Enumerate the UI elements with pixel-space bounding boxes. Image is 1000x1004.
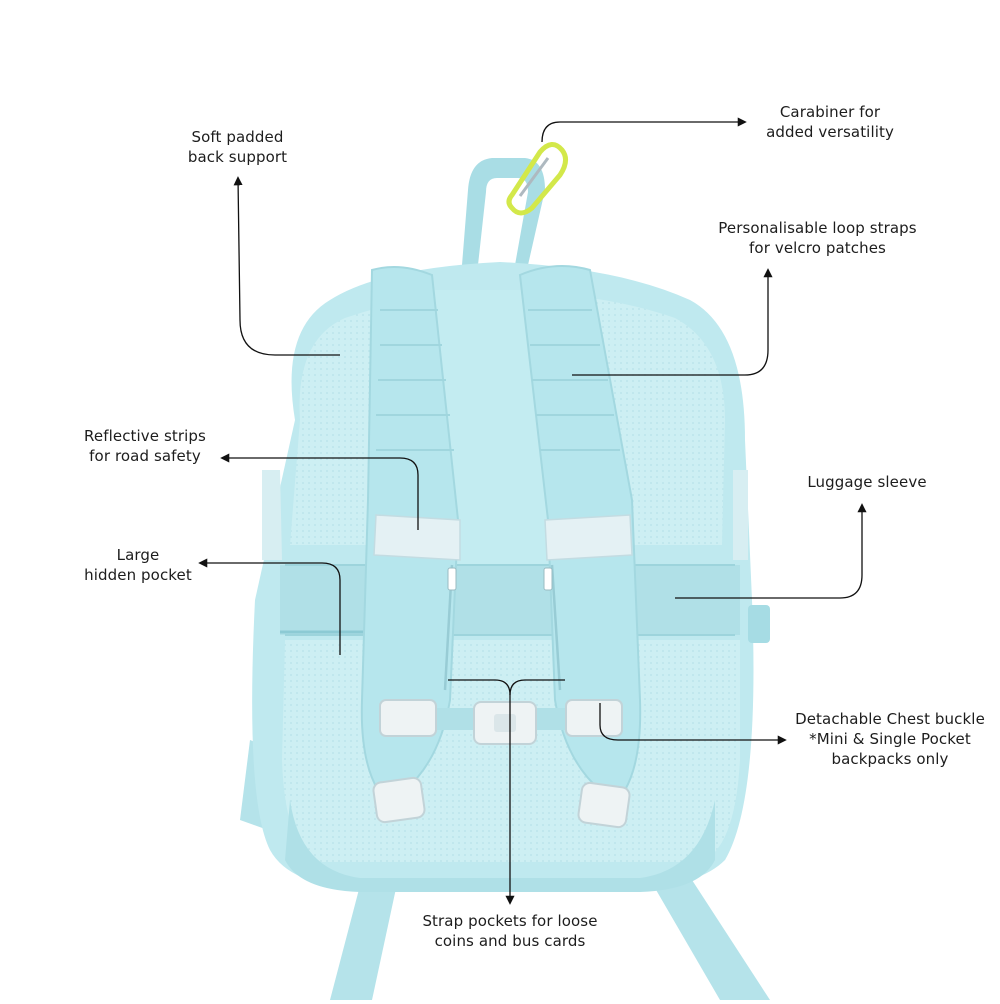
right-reflective-strip [544,514,633,561]
callout-line: for road safety [89,447,201,465]
right-gusset [733,470,748,560]
leader-hidden-pocket [198,558,341,655]
right-loop-straps [528,309,620,451]
leader-strap-pockets-right [509,679,565,696]
leader-back-support [233,176,340,356]
callout-line: back support [187,148,288,166]
callout-carabiner: Carabiner for added versatility [755,102,905,142]
lower-mesh-panel [282,640,740,862]
leader-reflective [220,453,419,530]
callout-line: Soft padded [191,128,284,146]
top-handle [462,158,545,265]
left-gusset [262,470,282,560]
callout-line: for velcro patches [749,239,886,257]
leader-loop-straps [572,268,773,376]
luggage-sleeve [280,565,740,635]
callout-reflective: Reflective strips for road safety [70,426,220,466]
callout-line: Luggage sleeve [807,473,927,491]
callout-line: Carabiner for [779,103,881,121]
callout-line: Personalisable loop straps [718,219,917,237]
callout-back-support: Soft padded back support [170,127,305,167]
callout-line: Reflective strips [84,427,206,445]
callout-line: *Mini & Single Pocket [809,730,971,748]
leader-luggage [675,503,867,599]
leader-carabiner [541,117,747,143]
left-adjuster [372,776,426,824]
leader-chest-buckle [599,703,787,745]
callout-line: added versatility [766,123,894,141]
callout-loop-straps: Personalisable loop straps for velcro pa… [700,218,935,258]
left-reflective-strip [373,514,461,561]
callout-line: backpacks only [831,750,949,768]
right-strap-zipper [550,564,562,691]
callout-luggage: Luggage sleeve [792,472,942,492]
left-slider [379,699,437,737]
callout-line: coins and bus cards [434,932,586,950]
callout-chest-buckle: Detachable Chest buckle *Mini & Single P… [783,709,997,769]
callout-strap-pockets: Strap pockets for loose coins and bus ca… [400,911,620,951]
bottom-base [285,800,715,892]
right-side-tab [748,605,770,643]
callout-line: Detachable Chest buckle [795,710,985,728]
left-loop-straps [376,309,454,451]
callout-line: hidden pocket [84,566,192,584]
right-slider [565,699,623,737]
callout-hidden-pocket: Large hidden pocket [68,545,208,585]
leader-lines [198,117,867,905]
carabiner-icon [506,142,568,216]
right-adjuster [577,781,631,829]
callout-line: Large [116,546,160,564]
callout-line: Strap pockets for loose [422,912,598,930]
